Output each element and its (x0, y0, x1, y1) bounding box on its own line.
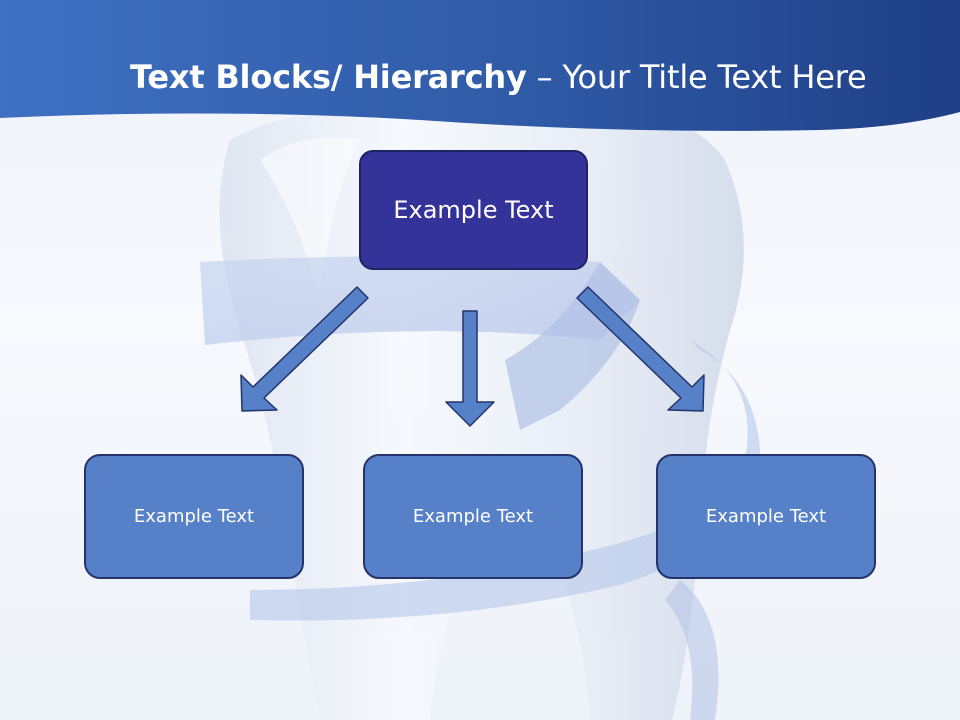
child-text-block-label: Example Text (133, 506, 255, 527)
header-band (0, 0, 960, 131)
slide-title: Text Blocks/ Hierarchy – Your Title Text… (130, 55, 930, 99)
arrow-middle (445, 310, 495, 427)
arrow-left (240, 286, 369, 412)
top-text-block-label: Example Text (393, 196, 554, 224)
child-text-block-right[interactable]: Example Text (656, 454, 876, 579)
title-regular: Your Title Text Here (562, 58, 867, 96)
child-text-block-label: Example Text (412, 506, 534, 527)
title-dash: – (536, 58, 553, 96)
top-text-block[interactable]: Example Text (359, 150, 588, 270)
child-text-block-label: Example Text (705, 506, 827, 527)
arrow-right (576, 286, 705, 412)
title-bold: Text Blocks/ Hierarchy (130, 58, 527, 96)
child-text-block-left[interactable]: Example Text (84, 454, 304, 579)
child-text-block-middle[interactable]: Example Text (363, 454, 583, 579)
